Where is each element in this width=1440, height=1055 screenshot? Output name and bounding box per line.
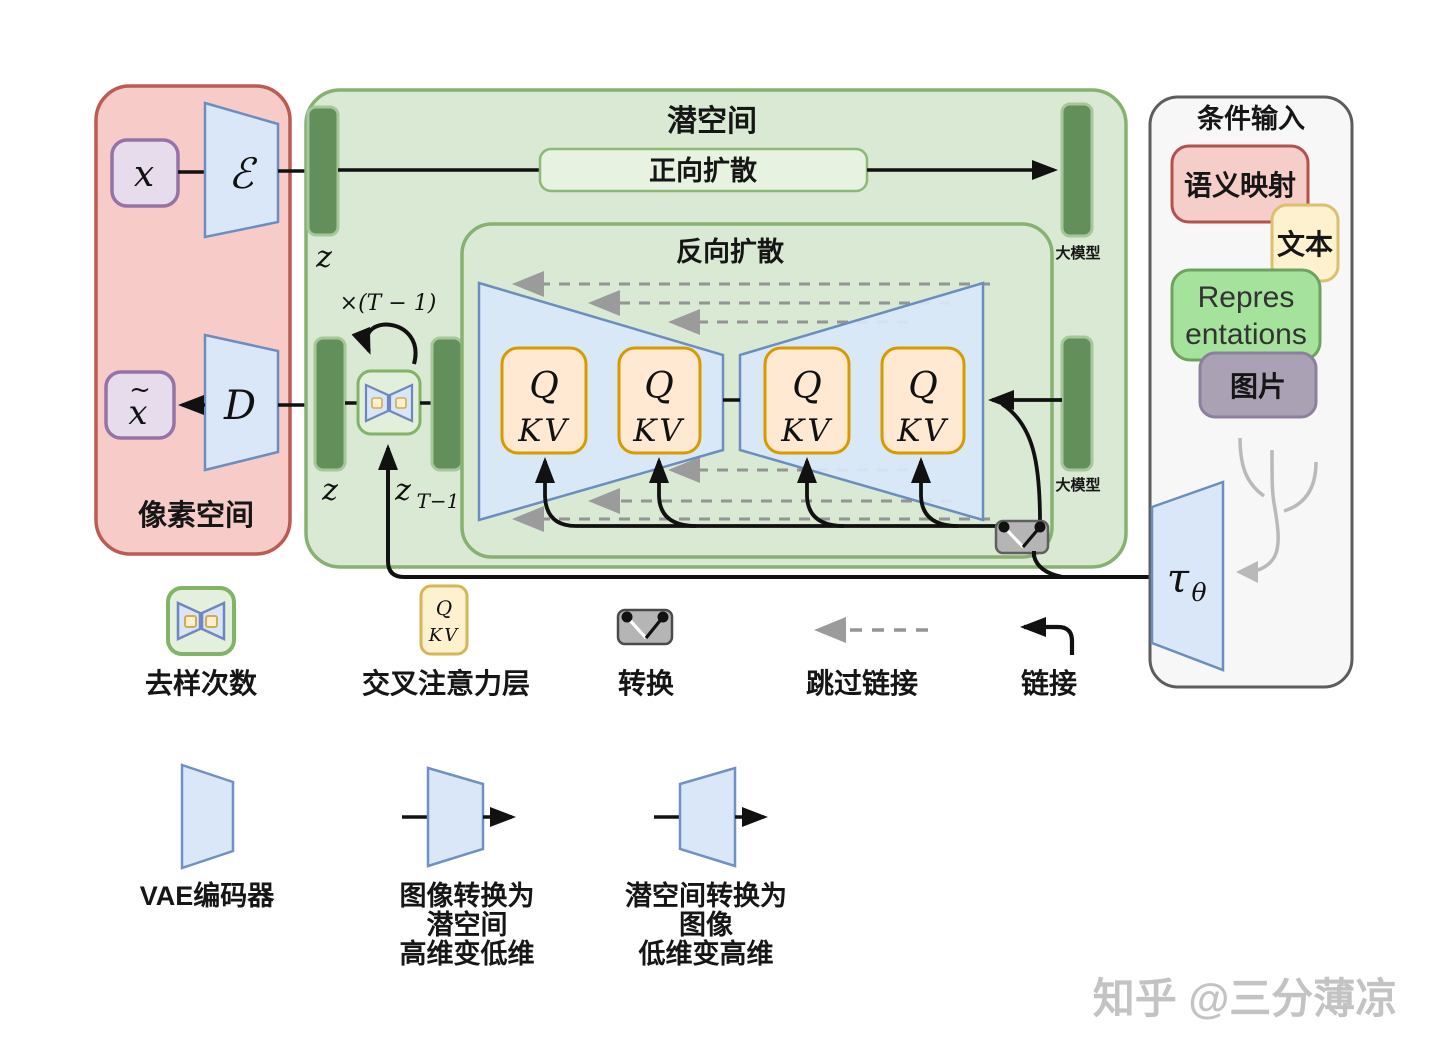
x-label: x <box>134 154 154 195</box>
qkv4-kv: KV <box>896 413 949 449</box>
text-label: 文本 <box>1277 228 1333 260</box>
kv-arrow-4 <box>911 457 959 528</box>
denoise-square-left <box>371 397 383 409</box>
tau-to-switch-branch <box>1032 551 1063 579</box>
zt-bar-right <box>1060 335 1094 472</box>
qkv-blocks: Q KV Q KV Q KV Q KV <box>500 346 966 455</box>
encoder-trapezoid <box>203 101 280 239</box>
latent-space-title: 潜空间 <box>667 105 757 138</box>
zt1-bar <box>430 336 464 472</box>
switch-legend-dot-right <box>657 611 669 623</box>
switch-dot-left <box>998 521 1010 533</box>
semantic-map-box <box>1170 144 1310 224</box>
decoder-trapezoid <box>203 333 280 472</box>
qkv2-q: Q <box>644 366 674 407</box>
switch-legend-dot-left <box>621 611 633 623</box>
zt1-label-main: z <box>394 473 411 508</box>
kv-arrow-2 <box>649 457 697 528</box>
conditioning-title: 条件输入 <box>1197 103 1305 134</box>
z-mid-label: z <box>321 473 338 508</box>
decoder-label: D <box>223 383 256 429</box>
tree-arrowhead <box>1236 561 1258 583</box>
qkv1-q: Q <box>529 366 559 407</box>
tau-label-main: τ <box>1167 556 1190 602</box>
image-label: 图片 <box>1230 371 1286 402</box>
forward-diffusion-label: 正向扩散 <box>649 155 757 186</box>
switch-legend-label: 转换 <box>618 668 675 699</box>
qkv4-q: Q <box>908 366 938 407</box>
latent2img-shape <box>678 766 737 868</box>
representations-line2: entations <box>1185 318 1307 351</box>
loop-count-label: ×(T − 1) <box>340 291 437 316</box>
qkv2-kv: KV <box>632 413 685 449</box>
representations-line1: Repres <box>1198 281 1295 314</box>
img2latent-label-2: 潜空间 <box>427 909 508 940</box>
qkv1-kv: KV <box>517 413 570 449</box>
link-legend-label: 链接 <box>1021 668 1077 699</box>
switch <box>994 402 1050 555</box>
z-bar-top <box>306 105 340 237</box>
tree-branch-3 <box>1283 461 1318 513</box>
skip-legend-label: 跳过链接 <box>806 668 918 699</box>
cross-attn-legend-label: 交叉注意力层 <box>362 667 530 699</box>
tau-trapezoid <box>1150 480 1225 672</box>
denoise-legend-square-left <box>184 615 197 628</box>
image-box <box>1198 351 1318 419</box>
zt-bar-top <box>1060 102 1094 238</box>
vae-encoder-label: VAE编码器 <box>140 880 276 911</box>
z-bar-mid <box>313 336 347 472</box>
denoise-square-right <box>395 397 407 409</box>
zt1-label-sub: T−1 <box>417 489 460 513</box>
qkv-block-1 <box>500 346 588 455</box>
tau-to-denoise-line <box>378 444 1152 579</box>
kv-arrow-1 <box>535 457 1004 528</box>
reverse-diffusion-label: 反向扩散 <box>676 236 784 267</box>
switch-dot-right <box>1034 521 1046 533</box>
big-model-top-label: 大模型 <box>1055 244 1100 262</box>
qkv3-q: Q <box>792 366 822 407</box>
watermark: 知乎 @三分薄凉 <box>1093 975 1398 1022</box>
link-legend-icon <box>1020 617 1075 655</box>
x-tilde-box <box>104 370 176 440</box>
img2latent-shape <box>426 766 485 868</box>
denoise-legend-label: 去样次数 <box>145 667 258 699</box>
img2latent-label-3: 高维变低维 <box>400 938 535 969</box>
qkv-block-2 <box>617 346 702 455</box>
loop-arrow <box>351 322 418 365</box>
img2latent-label-1: 图像转换为 <box>400 881 535 911</box>
switch-up-curve <box>1000 402 1042 523</box>
tree-stem <box>1247 502 1280 574</box>
tree-branch-1 <box>1238 437 1266 498</box>
semantic-map-label: 语义映射 <box>1184 170 1296 201</box>
tau-label-sub: θ <box>1191 578 1206 607</box>
qkv3-kv: KV <box>780 413 833 449</box>
qkv-block-4 <box>880 346 966 455</box>
conditioning-merge-tree <box>1238 437 1318 574</box>
cross-attn-q: Q <box>436 596 452 620</box>
latent2img-label-3: 低维变高维 <box>638 938 774 969</box>
legend-row: 去样次数 Q KV 交叉注意力层 转换 跳过链接 链接 <box>145 584 1077 699</box>
latent2img-label-2: 图像 <box>679 910 733 940</box>
bottom-legend: VAE编码器 图像转换为 潜空间 高维变低维 潜空间转换为 图像 低维变高维 <box>140 763 787 969</box>
tree-branch-2 <box>1270 449 1276 504</box>
latent2img-label-1: 潜空间转换为 <box>625 880 787 911</box>
z-top-label: z <box>315 240 332 275</box>
vae-encoder-shape <box>180 763 235 870</box>
x-tilde-label: x <box>128 393 147 433</box>
skip-connections <box>512 271 990 532</box>
encoder-label: ℰ <box>228 149 258 198</box>
kv-arrow-3 <box>797 457 845 528</box>
cross-attn-kv: KV <box>428 625 459 646</box>
tilde-mark: ~ <box>129 375 151 405</box>
qkv-block-3 <box>763 346 851 455</box>
big-model-right-label: 大模型 <box>1055 476 1100 494</box>
kv-feed-lines <box>535 457 1004 528</box>
pixel-space-title: 像素空间 <box>138 498 254 532</box>
pixel-space-panel: 像素空间 x ℰ D x ~ <box>94 84 317 556</box>
cross-attn-legend-icon <box>419 584 469 656</box>
reverse-diffusion-panel: 反向扩散 Q KV Q KV Q KV Q KV <box>460 222 1062 559</box>
denoise-legend-square-right <box>205 615 218 628</box>
conditioning-panel: 条件输入 语义映射 文本 Repres entations 图片 τ θ <box>1148 95 1354 689</box>
